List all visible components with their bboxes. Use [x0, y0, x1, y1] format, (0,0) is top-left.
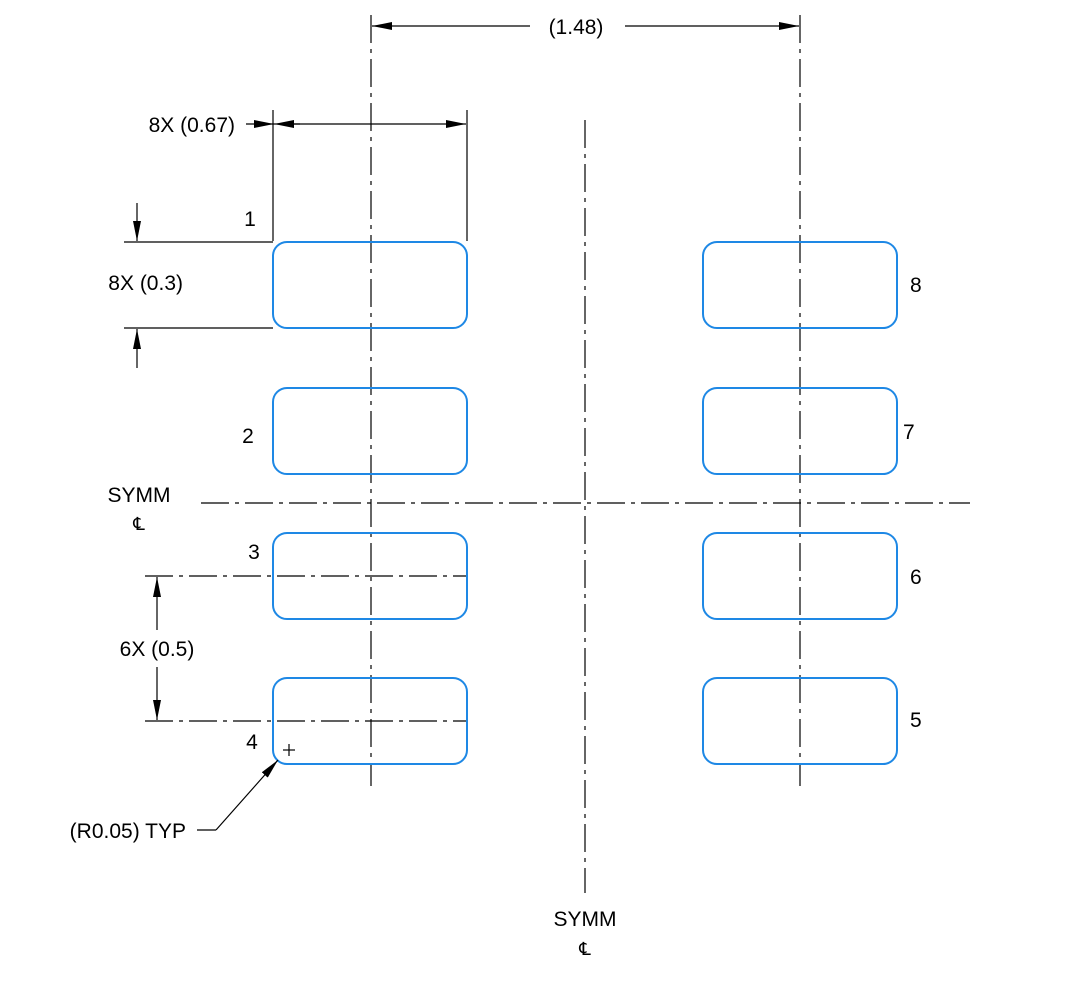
pitch-vertical-label: 6X (0.5) — [120, 638, 195, 661]
centerline-symbol-icon: ℄ — [578, 939, 591, 960]
pad-6 — [702, 532, 898, 620]
symm-label-horizontal: SYMM — [108, 484, 171, 507]
pad-8 — [702, 241, 898, 329]
pad-height-label: 8X (0.3) — [108, 272, 183, 295]
pad-width-dimension: 8X (0.67) — [149, 110, 468, 241]
corner-radius-callout: (R0.05) TYP — [70, 744, 295, 843]
pitch-horizontal-label: (1.48) — [549, 16, 604, 39]
pitch-horizontal-dimension: (1.48) — [372, 16, 799, 39]
pad-5 — [702, 677, 898, 765]
pad-number-label: 8 — [910, 274, 922, 297]
pad-number-label: 3 — [248, 541, 260, 564]
pad-4 — [272, 677, 468, 765]
centerline-symbol-icon: ℄ — [132, 514, 145, 535]
pad-number-label: 2 — [242, 425, 254, 448]
pad-number-label: 1 — [244, 208, 256, 231]
pad-width-label: 8X (0.67) — [149, 114, 235, 137]
pad-number-label: 4 — [246, 731, 258, 754]
vertical-symmetry-label: SYMM ℄ — [554, 908, 617, 960]
radius-center-marker — [283, 744, 295, 756]
pad-1 — [272, 241, 468, 329]
pad-number-label: 7 — [903, 421, 915, 444]
pad-2 — [272, 387, 468, 475]
horizontal-symmetry-label: SYMM ℄ — [108, 484, 171, 535]
pad-3 — [272, 532, 468, 620]
pad-7 — [702, 387, 898, 475]
pitch-vertical-dimension: 6X (0.5) — [120, 577, 195, 720]
pads-group: 1 2 3 4 5 6 7 8 — [242, 208, 922, 765]
pad-height-dimension: 8X (0.3) — [108, 203, 273, 368]
symm-label-vertical: SYMM — [554, 908, 617, 931]
pad-number-label: 6 — [910, 566, 922, 589]
corner-radius-label: (R0.05) TYP — [70, 820, 186, 843]
pad-number-label: 5 — [910, 709, 922, 732]
